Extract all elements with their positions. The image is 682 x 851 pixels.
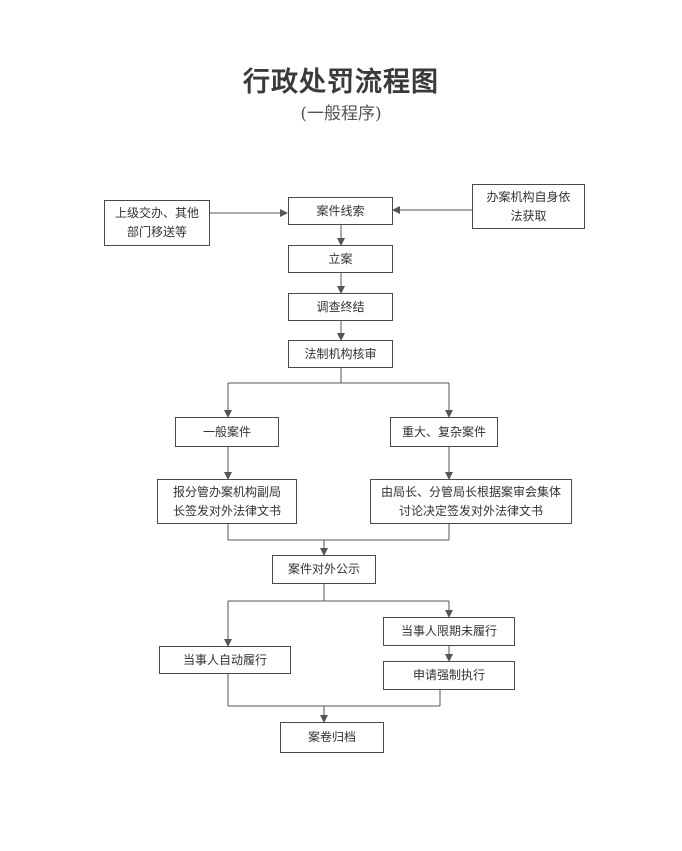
box-voluntary: 当事人自动履行	[159, 646, 291, 674]
box-deputy-sign: 报分管办案机构副局长签发对外法律文书	[157, 479, 297, 524]
box-filing: 立案	[288, 245, 393, 273]
box-legal-review: 法制机构核审	[288, 340, 393, 368]
box-superior-transfer: 上级交办、其他部门移送等	[104, 200, 210, 246]
box-collective-decision: 由局长、分管局长根据案审会集体讨论决定签发对外法律文书	[370, 479, 572, 524]
box-self-obtained: 办案机构自身依法获取	[472, 184, 585, 229]
box-general-case: 一般案件	[175, 417, 279, 447]
box-overdue: 当事人限期未履行	[383, 617, 515, 646]
box-major-case: 重大、复杂案件	[390, 417, 498, 447]
box-case-clue: 案件线索	[288, 197, 393, 225]
box-investigation-end: 调查终结	[288, 293, 393, 321]
box-enforcement: 申请强制执行	[383, 661, 515, 690]
diagram-title: 行政处罚流程图	[243, 67, 439, 98]
box-publicity: 案件对外公示	[272, 555, 376, 584]
box-archive: 案卷归档	[280, 722, 384, 753]
diagram-subtitle: (一般程序)	[300, 104, 382, 124]
